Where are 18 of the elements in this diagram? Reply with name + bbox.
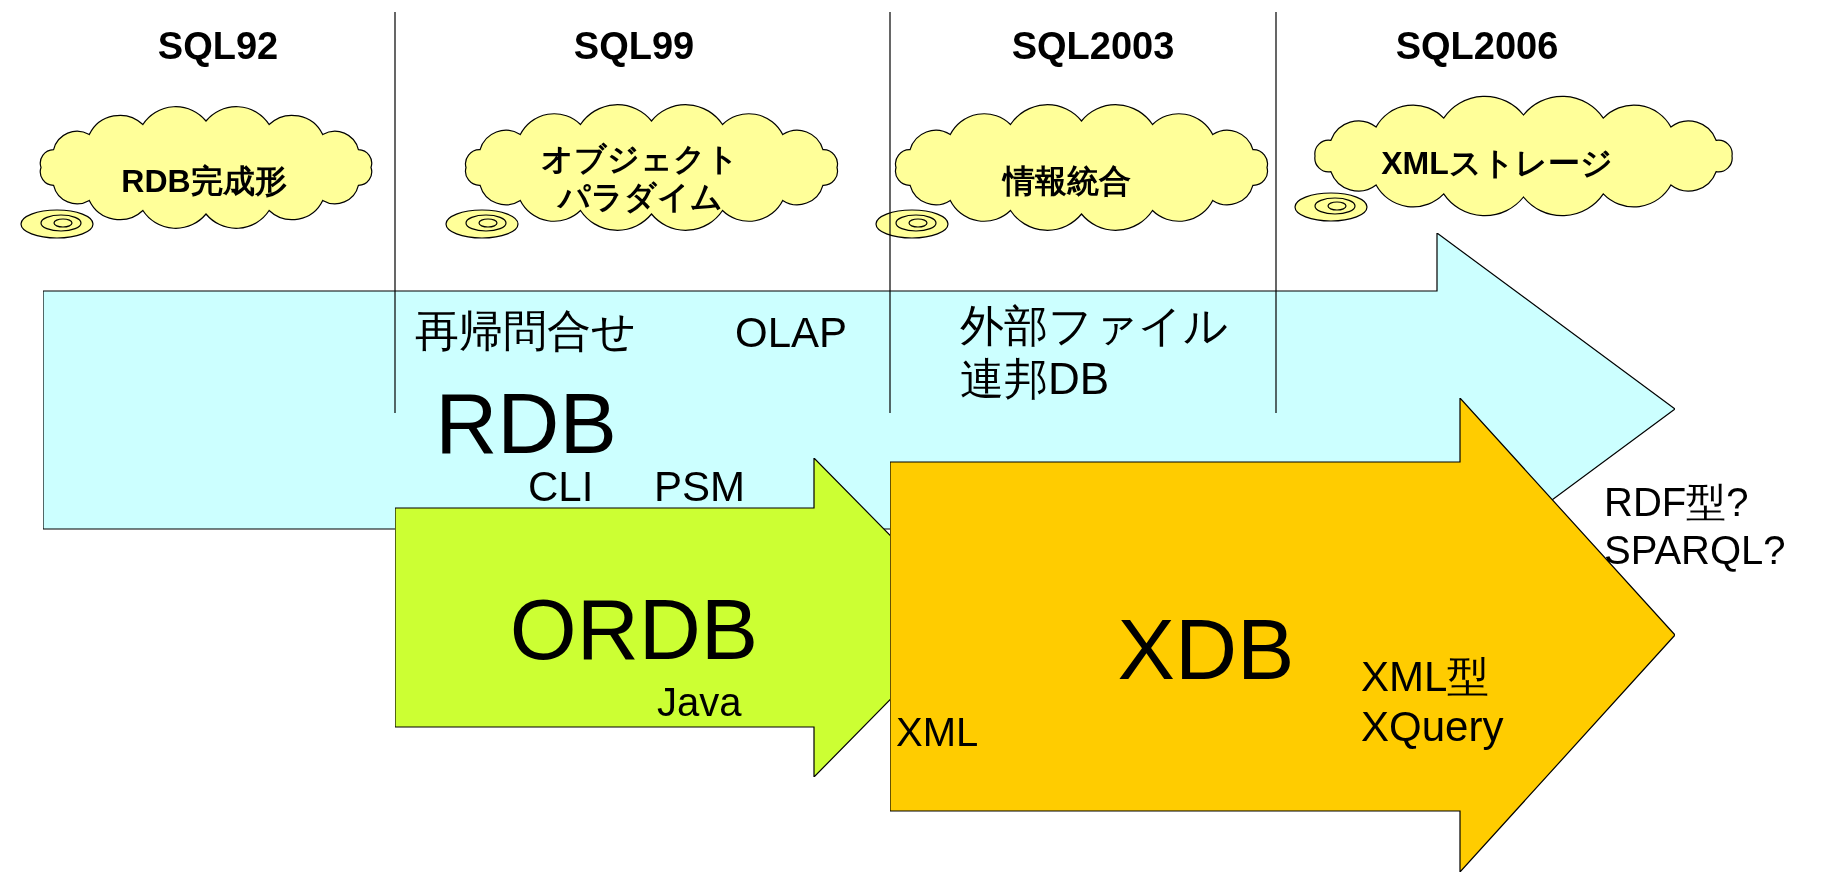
arrow-title: ORDB [509,580,759,680]
arrow-title: XDB [1117,600,1295,700]
feature-label: 外部ファイル連邦DB [960,300,1229,405]
standard-heading: SQL2006 [1395,24,1559,70]
standard-heading: SQL99 [573,24,695,70]
feature-label: XML [896,709,979,756]
standard-heading: SQL92 [157,24,279,70]
feature-label: OLAP [735,308,848,358]
arrow-title: 再帰問合せ [415,305,636,357]
cloud-label: オブジェクトパラダイム [540,139,740,217]
cloud-label: RDB完成形 [121,161,287,201]
feature-label: PSM [654,462,745,512]
cloud-label: 情報統合 [1003,161,1131,201]
standard-heading: SQL2003 [1011,24,1175,70]
note-label: RDF型? SPARQL? [1604,479,1787,574]
feature-label: XML型 XQuery [1361,652,1505,753]
feature-label: Java [657,679,742,726]
cloud-label: XMLストレージ [1381,143,1613,183]
